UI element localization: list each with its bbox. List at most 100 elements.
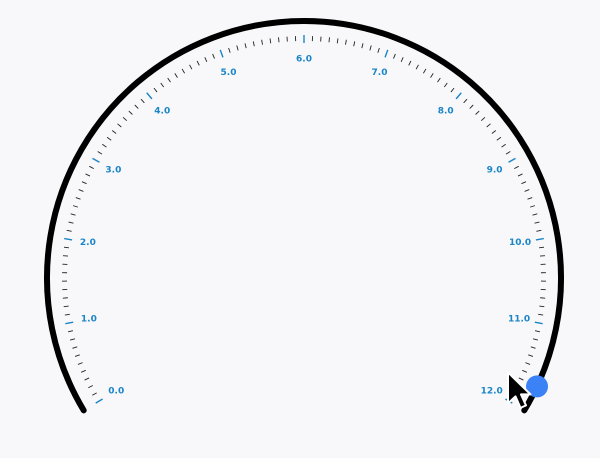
minor-tick: [345, 39, 347, 45]
minor-tick: [328, 37, 330, 43]
minor-tick: [69, 338, 76, 341]
scale-label: 5.0: [221, 68, 237, 78]
major-tick: [455, 92, 462, 100]
major-tick: [92, 157, 100, 163]
minor-tick: [496, 136, 502, 141]
minor-tick: [66, 229, 72, 232]
minor-tick: [174, 73, 178, 78]
major-tick: [219, 49, 224, 58]
minor-tick: [117, 123, 122, 128]
major-tick: [535, 237, 544, 241]
minor-tick: [528, 354, 534, 357]
minor-tick: [77, 362, 83, 365]
minor-tick: [97, 151, 103, 155]
minor-tick: [486, 123, 491, 128]
minor-tick: [81, 181, 87, 185]
scale-label: 6.0: [296, 55, 312, 65]
minor-tick: [514, 165, 519, 170]
minor-tick: [437, 77, 441, 83]
minor-tick: [539, 246, 545, 249]
scale-label: 1.0: [81, 315, 97, 325]
minor-tick: [134, 104, 139, 109]
minor-tick: [128, 110, 133, 115]
minor-tick: [102, 143, 107, 148]
scale-label: 4.0: [154, 107, 170, 117]
minor-tick: [189, 64, 193, 70]
scale-label: 11.0: [508, 315, 530, 325]
minor-tick: [269, 38, 272, 44]
minor-tick: [122, 116, 128, 121]
minor-tick: [84, 377, 90, 381]
minor-tick: [517, 173, 523, 177]
minor-tick: [530, 346, 536, 349]
minor-tick: [522, 369, 528, 373]
minor-tick: [63, 305, 69, 308]
minor-tick: [469, 104, 474, 109]
scale-label: 7.0: [372, 68, 388, 78]
minor-tick: [278, 37, 280, 43]
scale-labels: 0.01.02.03.04.05.06.07.08.09.010.011.012…: [80, 55, 531, 397]
minor-tick: [75, 197, 81, 200]
minor-tick: [196, 60, 200, 66]
major-tick: [146, 92, 153, 100]
minor-tick: [181, 68, 185, 74]
slider-thumb[interactable]: [526, 375, 549, 398]
minor-tick: [527, 197, 533, 200]
minor-tick: [72, 346, 78, 349]
minor-tick: [377, 47, 380, 53]
minor-tick: [408, 60, 412, 66]
minor-tick: [538, 313, 544, 316]
minor-tick: [524, 189, 530, 192]
minor-tick: [430, 73, 434, 78]
minor-tick: [518, 377, 524, 381]
major-tick: [384, 49, 389, 58]
scale-label: 2.0: [80, 238, 96, 248]
minor-tick: [463, 98, 468, 104]
minor-tick: [228, 47, 231, 53]
minor-tick: [521, 181, 527, 185]
minor-tick: [336, 38, 339, 44]
minor-tick: [78, 189, 84, 192]
minor-tick: [361, 43, 364, 49]
minor-tick: [505, 151, 511, 155]
gauge-track-arc[interactable]: [44, 17, 564, 414]
minor-tick: [85, 173, 91, 177]
minor-tick: [80, 369, 86, 373]
minor-tick: [252, 41, 255, 47]
minor-tick: [92, 392, 97, 396]
minor-tick: [353, 41, 356, 47]
minor-tick: [167, 77, 171, 83]
scale-label: 3.0: [105, 166, 121, 176]
minor-tick: [480, 116, 486, 121]
minor-tick: [534, 330, 541, 333]
minor-tick: [491, 130, 497, 134]
minor-tick: [70, 213, 76, 216]
minor-tick: [74, 354, 80, 357]
major-tick: [65, 321, 74, 325]
minor-tick: [204, 57, 208, 63]
minor-tick: [532, 213, 538, 216]
minor-tick: [140, 98, 145, 104]
scale-label: 12.0: [481, 386, 503, 396]
scale-label: 8.0: [438, 107, 454, 117]
minor-tick: [153, 87, 158, 93]
mouse-pointer-icon: [507, 371, 532, 409]
minor-tick: [244, 43, 247, 49]
minor-tick: [443, 82, 448, 88]
minor-tick: [400, 57, 404, 63]
minor-tick: [415, 64, 419, 70]
minor-tick: [369, 45, 372, 51]
minor-tick: [475, 110, 480, 115]
minor-tick: [501, 143, 506, 148]
major-tick: [534, 321, 543, 325]
major-tick: [95, 398, 103, 404]
tick-marks: [62, 35, 546, 404]
minor-tick: [88, 385, 93, 389]
minor-tick: [532, 338, 539, 341]
minor-tick: [72, 205, 78, 208]
scale-label: 9.0: [487, 166, 503, 176]
minor-tick: [64, 313, 70, 316]
minor-tick: [68, 221, 74, 224]
minor-tick: [539, 305, 545, 308]
